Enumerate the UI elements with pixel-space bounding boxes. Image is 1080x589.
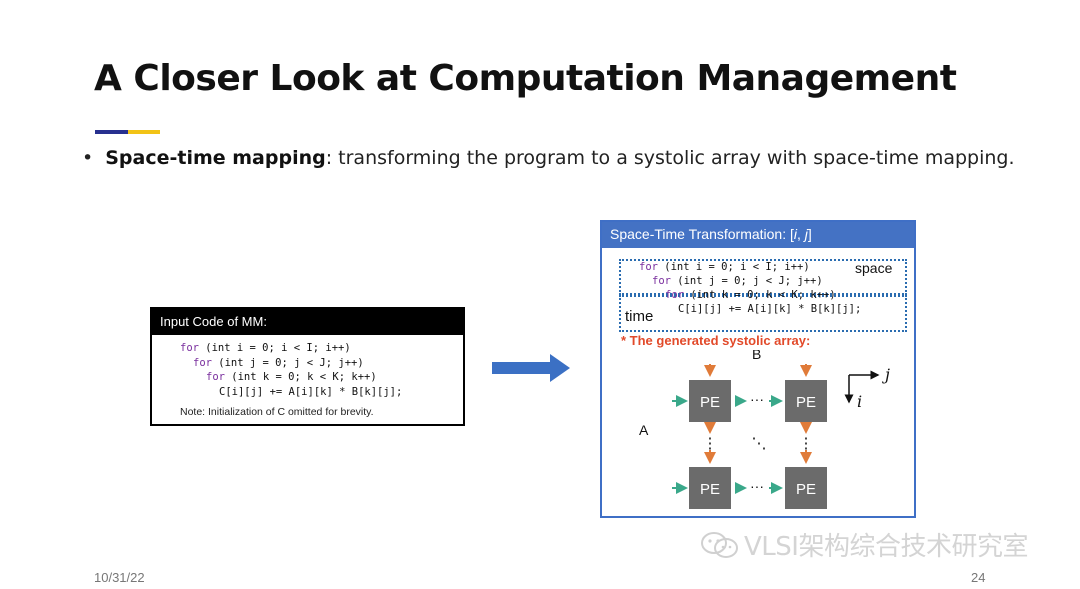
space-time-code: for (int i = 0; i < I; i++) for (int j = … [639, 260, 861, 316]
input-code-box: Input Code of MM: for (int i = 0; i < I;… [150, 307, 465, 426]
systolic-array-diagram: B A PE PE PE PE [639, 350, 890, 509]
time-label: time [625, 308, 654, 325]
ellipsis-diagonal: ⋱ [752, 435, 767, 452]
pe-cell: PE [689, 467, 731, 509]
pe-cell: PE [785, 467, 827, 509]
watermark-text: VLSI架构综合技术研究室 [744, 532, 1028, 562]
accent-bar-yellow [128, 130, 160, 134]
code-line: for (int j = 0; j < J; j++) [193, 356, 364, 369]
pe-cell: PE [689, 380, 731, 422]
code-line: for (int i = 0; i < I; i++) [180, 342, 351, 354]
ellipsis-horizontal: ··· [750, 391, 764, 407]
bullet-term: Space-time mapping [105, 147, 326, 169]
space-label: space [855, 260, 893, 276]
label-a: A [639, 422, 649, 438]
space-time-header: Space-Time Transformation: [i, j] [602, 222, 914, 248]
svg-text:PE: PE [700, 481, 720, 498]
input-code-lines: for (int i = 0; i < I; i++) for (int j = … [180, 341, 463, 399]
slide-title: A Closer Look at Computation Management [94, 58, 957, 99]
svg-text:PE: PE [700, 394, 720, 411]
axis-i-label: i [857, 392, 862, 411]
input-code-header: Input Code of MM: [152, 309, 463, 335]
svg-text:PE: PE [796, 394, 816, 411]
code-line: C[i][j] += A[i][k] * B[k][j]; [219, 385, 403, 398]
ellipsis-vertical: ⋮ [703, 435, 718, 452]
right-arrow-icon [492, 354, 570, 382]
code-line: for (int k = 0; k < K; k++) [206, 371, 377, 383]
label-b: B [752, 350, 761, 362]
code-line: for (int k = 0; k < K; k++) [665, 289, 836, 301]
bullet-dot-icon: • [82, 147, 94, 169]
code-line: for (int i = 0; i < I; i++) [639, 261, 810, 273]
accent-bar-blue [95, 130, 128, 134]
input-code-note: Note: Initialization of C omitted for br… [180, 406, 374, 418]
bullet-text: : transforming the program to a systolic… [325, 147, 1015, 169]
footer-date: 10/31/22 [94, 570, 145, 585]
space-loop-box [619, 259, 907, 295]
generated-array-label: * The generated systolic array: [621, 333, 811, 348]
footer-page-number: 24 [971, 570, 986, 585]
code-line: C[i][j] += A[i][k] * B[k][j]; [678, 303, 862, 315]
svg-text:PE: PE [796, 481, 816, 498]
space-time-box: Space-Time Transformation: [i, j] for (i… [600, 220, 916, 518]
code-line: for (int j = 0; j < J; j++) [652, 275, 823, 287]
pe-cell: PE [785, 380, 827, 422]
wechat-icon [701, 532, 738, 558]
ellipsis-horizontal: ··· [750, 478, 764, 494]
ellipsis-vertical: ⋮ [799, 435, 814, 452]
axis-j-label: j [882, 365, 890, 384]
time-loop-box [619, 295, 907, 332]
bullet-item: • Space-time mapping: transforming the pr… [82, 147, 1015, 169]
watermark: VLSI架构综合技术研究室 [700, 526, 1028, 563]
